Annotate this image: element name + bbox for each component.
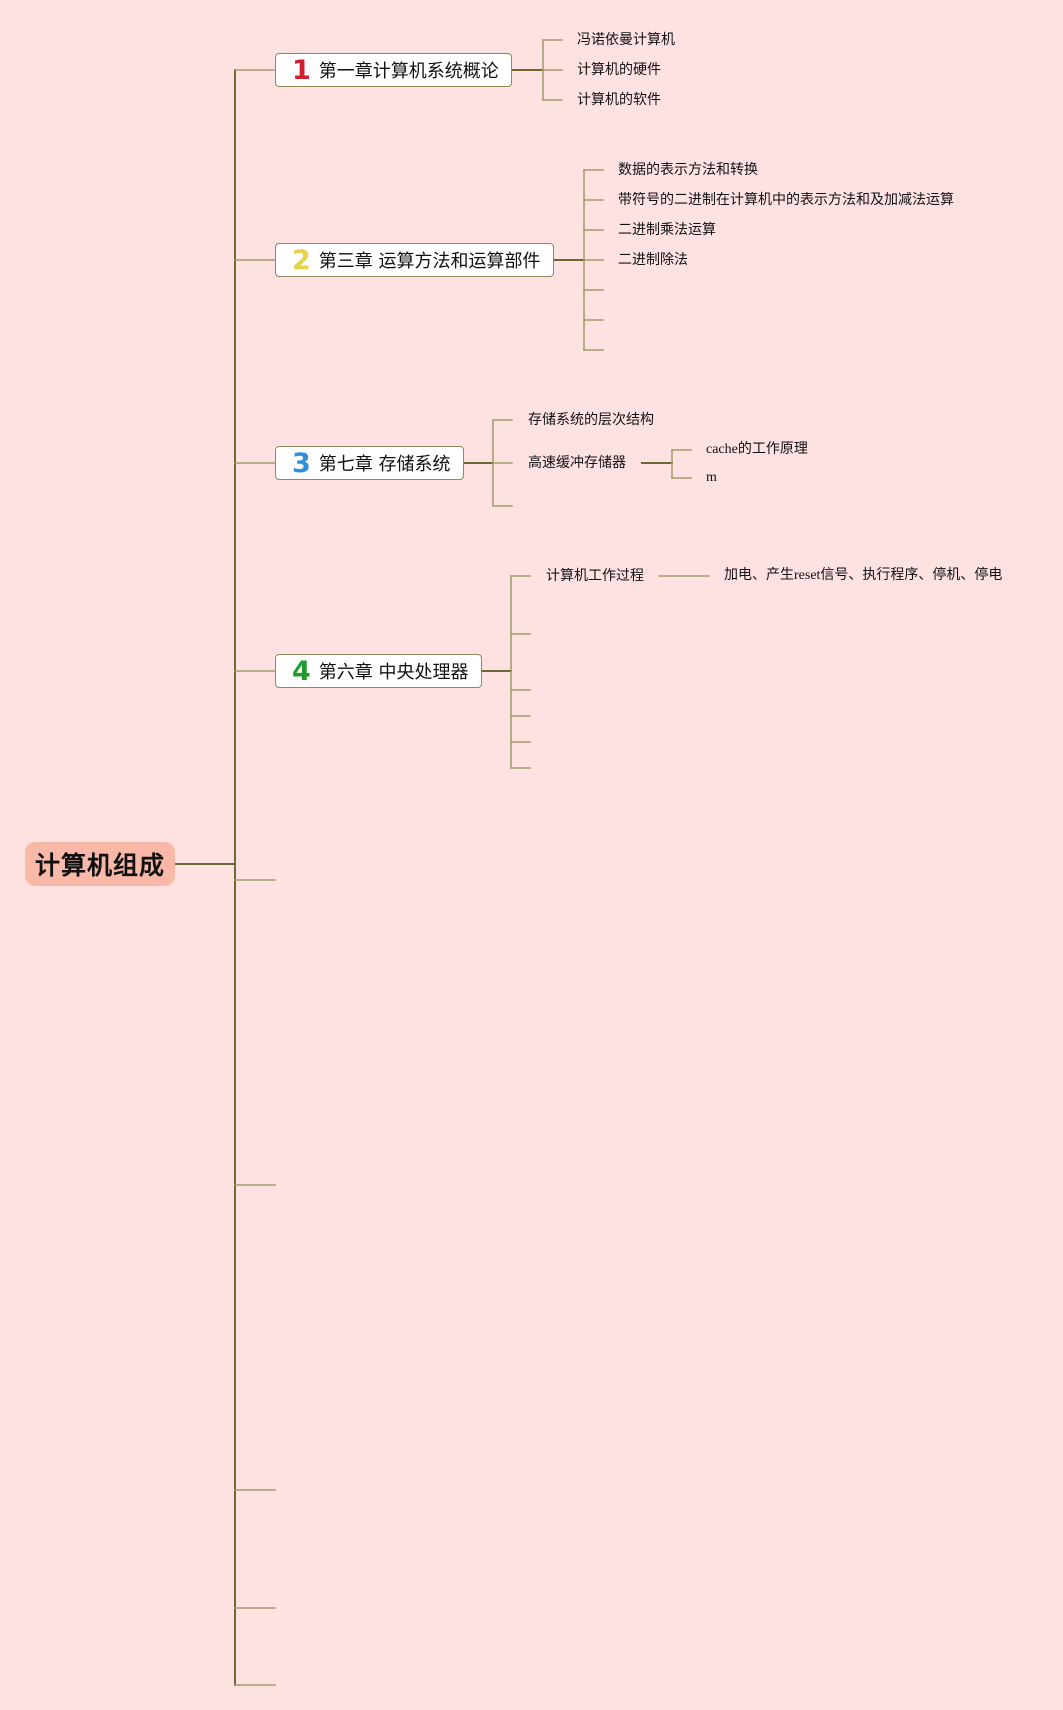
topic-node[interactable]: 带符号的二进制在计算机中的表示方法和及加减法运算 xyxy=(618,192,954,208)
topic-node[interactable]: 计算机工作过程 xyxy=(546,568,644,584)
subtopic-node[interactable]: m xyxy=(706,470,717,485)
chapter-1-number-icon: 1 xyxy=(292,54,311,86)
chapter-3-title: 第七章 存储系统 xyxy=(318,454,451,475)
topic-node[interactable]: 计算机的硬件 xyxy=(577,62,661,78)
chapter-3-number-icon: 3 xyxy=(292,447,311,479)
chapter-2-number-icon: 2 xyxy=(292,244,311,276)
topic-node[interactable]: 存储系统的层次结构 xyxy=(528,412,654,428)
chapter-2-title: 第三章 运算方法和运算部件 xyxy=(318,251,541,272)
topic-node[interactable]: 计算机的软件 xyxy=(577,92,661,108)
chapter-1-title: 第一章计算机系统概论 xyxy=(318,61,499,82)
topic-node[interactable]: 二进制除法 xyxy=(618,252,688,268)
topic-node[interactable]: 数据的表示方法和转换 xyxy=(618,162,758,178)
chapter-2-node[interactable]: 2 第三章 运算方法和运算部件 xyxy=(275,243,554,277)
topic-node[interactable]: 二进制乘法运算 xyxy=(618,222,716,238)
topic-node[interactable]: 冯诺依曼计算机 xyxy=(577,32,675,48)
subtopic-node[interactable]: cache的工作原理 xyxy=(706,442,808,457)
chapter-4-number-icon: 4 xyxy=(292,655,311,687)
chapter-4-title: 第六章 中央处理器 xyxy=(318,662,469,683)
chapter-1-node[interactable]: 1 第一章计算机系统概论 xyxy=(275,53,512,87)
subtopic-node[interactable]: 加电、产生reset信号、执行程序、停机、停电 xyxy=(724,568,1003,583)
chapter-4-node[interactable]: 4 第六章 中央处理器 xyxy=(275,654,482,688)
chapter-3-node[interactable]: 3 第七章 存储系统 xyxy=(275,446,464,480)
root-label: 计算机组成 xyxy=(34,851,165,880)
root-node[interactable]: 计算机组成 xyxy=(25,842,175,886)
topic-node[interactable]: 高速缓冲存储器 xyxy=(528,455,626,471)
